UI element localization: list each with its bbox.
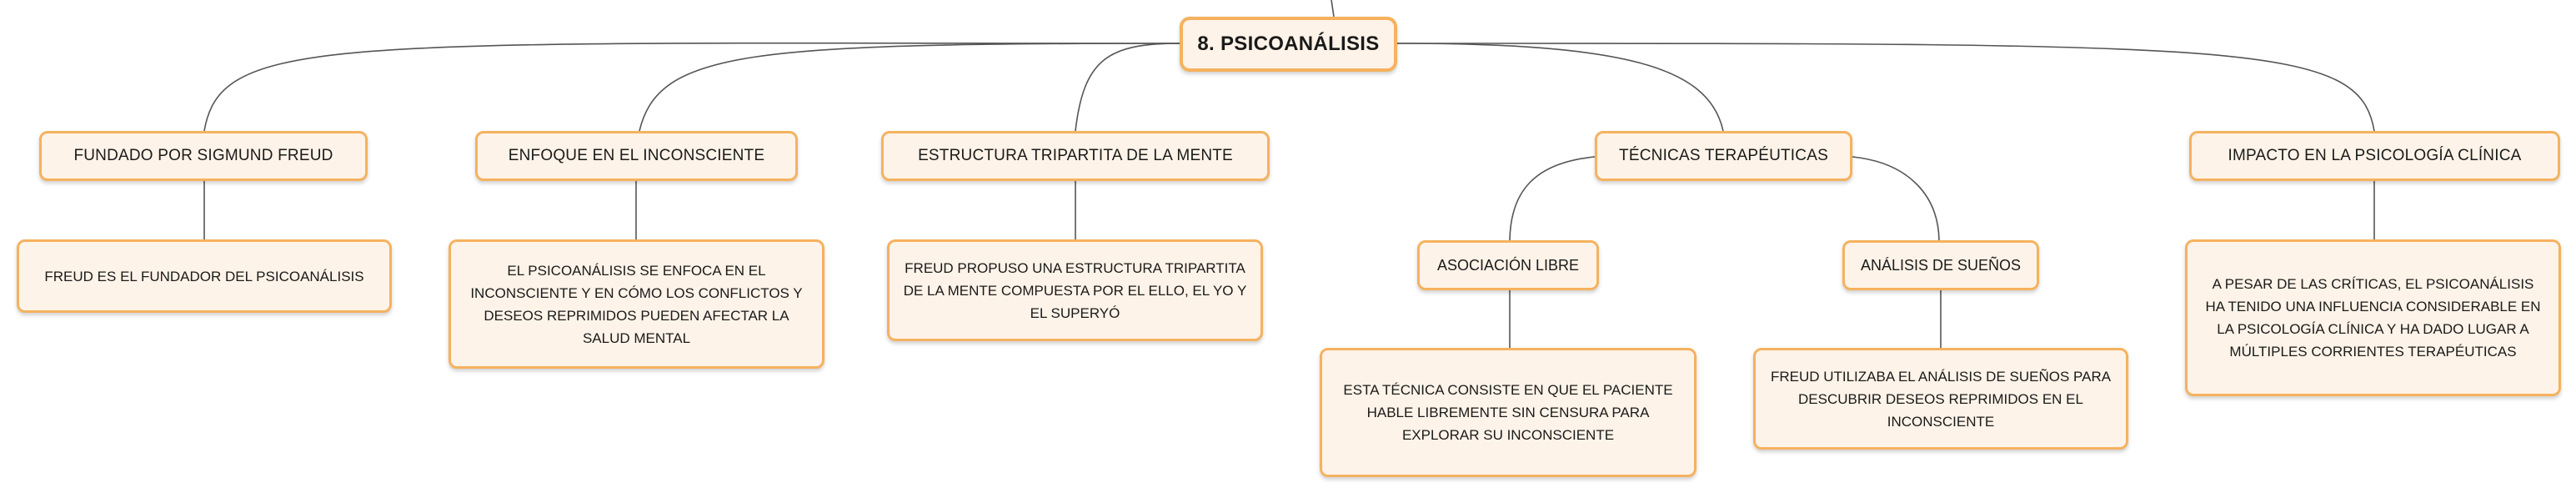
connector-root-to-inconsciente — [639, 43, 1180, 132]
subtopic-asociacion-label: ASOCIACIÓN LIBRE — [1436, 256, 1580, 274]
leaf-estructura-text: FREUD PROPUSO UNA ESTRUCTURA TRIPARTITA … — [903, 259, 1247, 321]
leaf-impacto-text: A PESAR DE LAS CRÍTICAS, EL PSICOANÁLISI… — [2205, 276, 2541, 360]
connector-root-to-estructura — [1075, 43, 1180, 132]
leaf-estructura[interactable]: FREUD PROPUSO UNA ESTRUCTURA TRIPARTITA … — [887, 239, 1263, 341]
connector-root-to-freud — [203, 42, 1180, 132]
leaf-asociacion-text: ESTA TÉCNICA CONSISTE EN QUE EL PACIENTE… — [1343, 382, 1673, 443]
branch-inconsciente-label: ENFOQUE EN EL INCONSCIENTE — [508, 147, 765, 164]
branch-impacto-label: IMPACTO EN LA PSICOLOGÍA CLÍNICA — [2228, 147, 2522, 164]
leaf-impacto[interactable]: A PESAR DE LAS CRÍTICAS, EL PSICOANÁLISI… — [2185, 239, 2561, 396]
branch-tecnicas[interactable]: TÉCNICAS TERAPÉUTICAS — [1595, 131, 1852, 181]
connector-parent-to-root — [1331, 0, 1335, 18]
root-node[interactable]: 8. PSICOANÁLISIS — [1180, 17, 1397, 72]
connector-tecnicas-to-asociacion — [1509, 156, 1596, 241]
subtopic-asociacion[interactable]: ASOCIACIÓN LIBRE — [1417, 240, 1599, 290]
connector-tecnicas-to-suenos — [1852, 156, 1940, 241]
leaf-inconsciente-text: EL PSICOANÁLISIS SE ENFOCA EN EL INCONSC… — [470, 262, 803, 346]
branch-estructura[interactable]: ESTRUCTURA TRIPARTITA DE LA MENTE — [881, 131, 1270, 181]
branch-impacto[interactable]: IMPACTO EN LA PSICOLOGÍA CLÍNICA — [2189, 131, 2560, 181]
leaf-inconsciente[interactable]: EL PSICOANÁLISIS SE ENFOCA EN EL INCONSC… — [449, 239, 824, 369]
connector-root-to-tecnicas — [1396, 43, 1724, 132]
subtopic-suenos-label: ANÁLISIS DE SUEÑOS — [1860, 256, 2022, 274]
branch-tecnicas-label: TÉCNICAS TERAPÉUTICAS — [1619, 147, 1828, 164]
leaf-freud[interactable]: FREUD ES EL FUNDADOR DEL PSICOANÁLISIS — [17, 239, 392, 313]
leaf-asociacion[interactable]: ESTA TÉCNICA CONSISTE EN QUE EL PACIENTE… — [1320, 348, 1696, 477]
connector-root-to-impacto — [1396, 43, 2375, 132]
branch-inconsciente[interactable]: ENFOQUE EN EL INCONSCIENTE — [475, 131, 798, 181]
leaf-suenos[interactable]: FREUD UTILIZABA EL ANÁLISIS DE SUEÑOS PA… — [1753, 348, 2128, 450]
leaf-freud-text: FREUD ES EL FUNDADOR DEL PSICOANÁLISIS — [44, 268, 364, 284]
branch-estructura-label: ESTRUCTURA TRIPARTITA DE LA MENTE — [918, 147, 1233, 164]
subtopic-suenos[interactable]: ANÁLISIS DE SUEÑOS — [1842, 240, 2039, 290]
branch-freud[interactable]: FUNDADO POR SIGMUND FREUD — [39, 131, 368, 181]
root-label: 8. PSICOANÁLISIS — [1197, 33, 1380, 55]
branch-freud-label: FUNDADO POR SIGMUND FREUD — [73, 147, 333, 164]
leaf-suenos-text: FREUD UTILIZABA EL ANÁLISIS DE SUEÑOS PA… — [1770, 368, 2112, 430]
